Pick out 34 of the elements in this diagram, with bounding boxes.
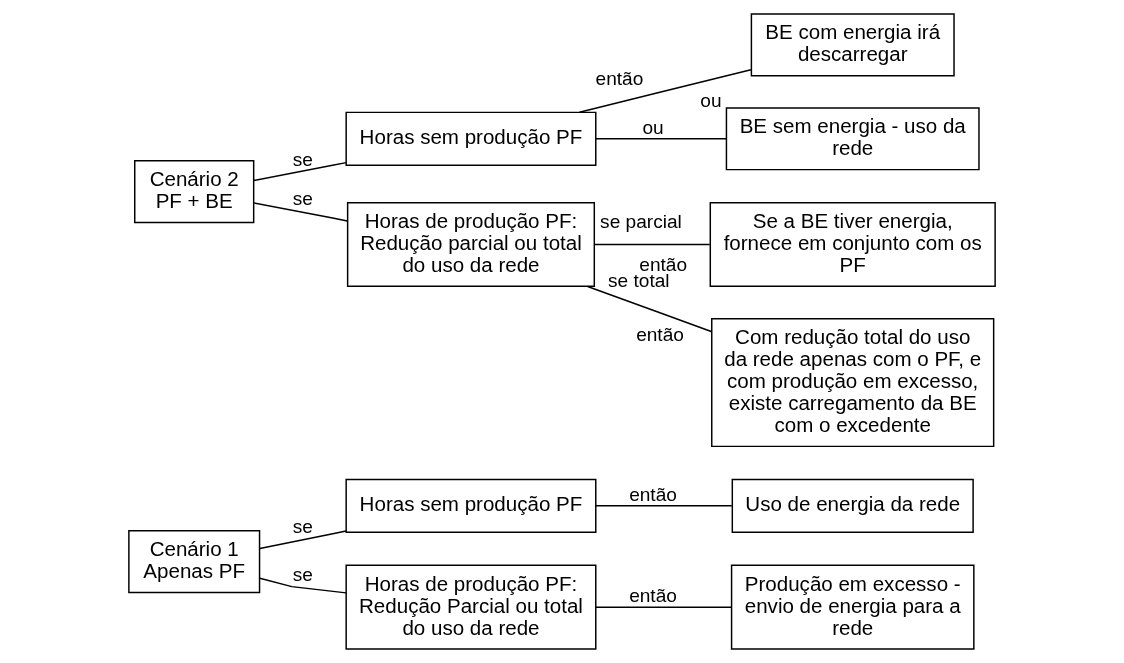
edge-label: então <box>629 584 677 606</box>
node-box: Horas sem produção PF <box>345 478 597 533</box>
node-box: BE sem energia - uso da rede <box>725 107 980 171</box>
edge-label: se <box>292 188 313 210</box>
edge-label: então <box>629 483 677 505</box>
edge-label: então <box>595 67 644 89</box>
edge-label: ou <box>642 116 664 138</box>
connector <box>253 161 347 182</box>
node-box: Se a BE tiver energia, fornece em conjunto com os PF <box>709 201 996 288</box>
connector <box>593 243 711 246</box>
node-box: Uso de energia da rede <box>731 478 974 533</box>
node-box: Cenário 2 PF + BE <box>134 160 255 224</box>
edge-label: se parcial <box>600 210 682 232</box>
connector <box>595 505 733 507</box>
connector <box>578 68 752 113</box>
edge-label: se <box>292 564 313 586</box>
node-box: Horas de produção PF: Redução parcial ou total do uso da rede <box>346 201 596 288</box>
connector <box>253 202 349 222</box>
connector <box>259 530 347 550</box>
node-box: Cenário 1 Apenas PF <box>128 530 261 594</box>
connector <box>595 138 727 140</box>
node-box: Produção em excesso - envio de energia para a rede <box>730 564 975 650</box>
edge-label: ou <box>700 89 722 111</box>
node-box: Horas de produção PF: Redução Parcial ou total do uso da rede <box>345 564 597 650</box>
node-box: Com redução total do uso da rede apenas com o PF, e com produção em excesso, existe carregamento da BE com o excedente <box>711 317 995 448</box>
node-box: BE com energia irá descarregar <box>750 13 955 77</box>
edge-label: se <box>292 148 313 170</box>
edge-label: se total <box>608 270 670 292</box>
edge-label: se <box>292 515 313 537</box>
connector <box>595 606 732 608</box>
edge-label: então <box>636 323 684 345</box>
node-box: Horas sem produção PF <box>345 111 597 166</box>
connector <box>259 577 347 594</box>
connector <box>586 285 712 333</box>
